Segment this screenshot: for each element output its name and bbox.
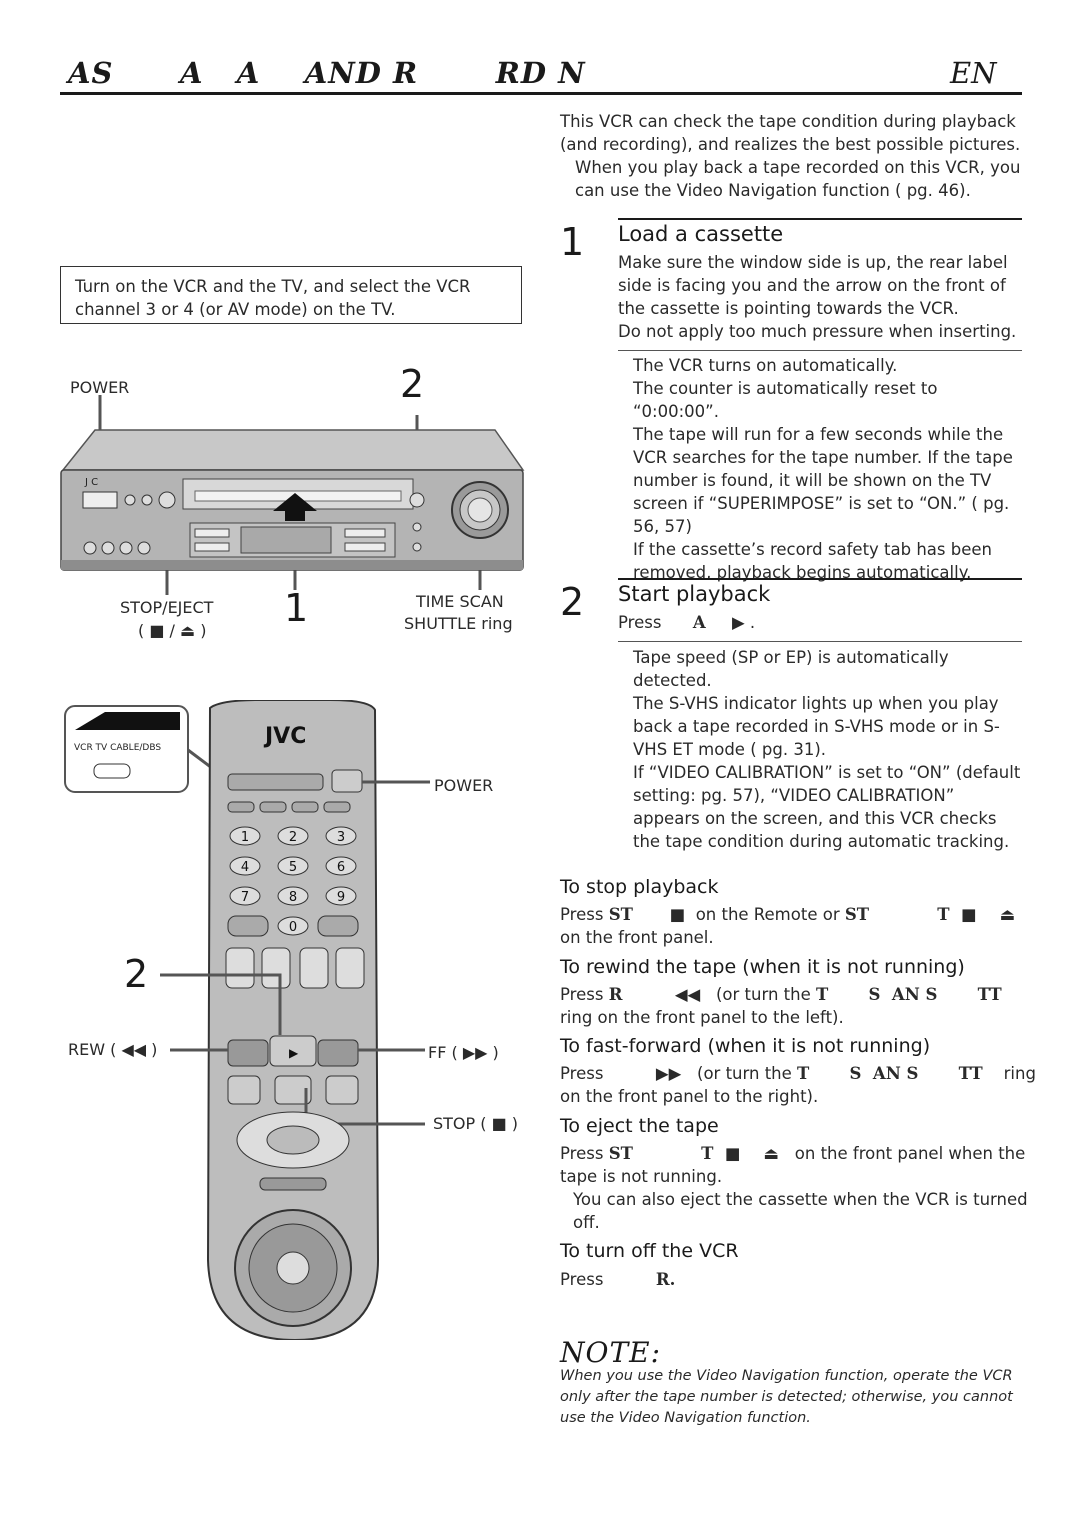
svg-text:0: 0 (289, 920, 297, 935)
step-1-note: If the cassette’s record safety tab has … (633, 540, 992, 582)
svg-text:VCR TV CABLE/DBS: VCR TV CABLE/DBS (74, 743, 161, 753)
ff-label: FF ( ▶▶ ) (428, 1043, 499, 1062)
stop-playback-text: Press ST ■ on the Remote or ST T ■ ⏏ (560, 903, 1030, 926)
svg-text:▶: ▶ (289, 1046, 299, 1060)
press-word: Press (560, 1144, 604, 1163)
eject-heading: To eject the tape (560, 1115, 719, 1137)
stop-text: ■ on the Remote or (669, 905, 840, 924)
ff-text: Press ▶▶ (or turn the T S AN S TT ring (560, 1062, 1036, 1085)
time-scan-key: T S AN S TT (816, 985, 1002, 1004)
svg-text:5: 5 (289, 860, 297, 875)
stop-playback-heading: To stop playback (560, 876, 719, 898)
svg-text:2: 2 (289, 830, 297, 845)
turn-off-text: Press R. (560, 1268, 675, 1291)
step-2-instruction: Press A ▶ . (618, 611, 1023, 634)
step-1-notes-rule (618, 350, 1022, 351)
step-1-note: The VCR turns on automatically. (633, 356, 898, 375)
svg-text:7: 7 (241, 890, 249, 905)
rewind-text2: ring on the front panel to the left). (560, 1008, 844, 1027)
play-symbol: ▶ . (731, 613, 756, 632)
vcr-front-panel-illustration: J C (60, 395, 525, 595)
eject-bullet: You can also eject the cassette when the… (573, 1190, 1028, 1232)
turn-off-heading: To turn off the VCR (560, 1240, 739, 1262)
press-word: Press (560, 1064, 604, 1083)
ff-text-mid: ▶▶ (or turn the (655, 1064, 792, 1083)
step-1-note: The tape will run for a few seconds whil… (633, 425, 1013, 536)
step-2-number: 2 (560, 580, 585, 624)
note-heading: NOTE: (560, 1336, 662, 1369)
rew-key: R (608, 985, 623, 1004)
callout-2-top: 2 (400, 362, 425, 406)
remote-power-label: POWER (434, 776, 494, 795)
eject-text: Press ST T ■ ⏏ on the front panel when t… (560, 1142, 1030, 1165)
step-2-title: Start playback (618, 582, 771, 606)
step-2-notes-rule (618, 641, 1022, 642)
step-2-note: The S-VHS indicator lights up when you p… (633, 694, 1000, 759)
svg-text:4: 4 (241, 860, 249, 875)
svg-text:9: 9 (337, 890, 345, 905)
press-word: Press (560, 905, 604, 924)
step-2-notes: Tape speed (SP or EP) is automatically d… (633, 646, 1025, 853)
svg-text:3: 3 (337, 830, 345, 845)
svg-text:JVC: JVC (263, 724, 306, 749)
step-1-number: 1 (560, 220, 585, 264)
note-text: When you use the Video Navigation functi… (560, 1368, 1013, 1426)
setup-note-box: Turn on the VCR and the TV, and select t… (60, 266, 522, 324)
rew-label: REW ( ◀◀ ) (68, 1040, 158, 1059)
power-label: POWER (70, 378, 130, 397)
stop-eject-key-end: T ■ ⏏ (701, 1144, 780, 1163)
power-key: R. (655, 1270, 676, 1289)
intro-bullet: When you play back a tape recorded on th… (575, 158, 1021, 200)
step-1-note: The counter is automatically reset to “0… (633, 379, 938, 421)
step-2-note: If “VIDEO CALIBRATION” is set to “ON” (d… (633, 763, 1021, 851)
step-1-title: Load a cassette (618, 222, 784, 246)
ring-word: ring (1003, 1064, 1036, 1083)
stop-eject-key-end: T ■ ⏏ (937, 905, 1016, 924)
remote-control-illustration: VCR TV CABLE/DBS JVC 1 2 3 4 5 6 7 8 9 0… (64, 700, 430, 1340)
play-key: A (692, 613, 706, 632)
stop-eject-key: ST (844, 905, 870, 924)
ff-text2: on the front panel to the right). (560, 1087, 819, 1106)
stop-key: ST (608, 905, 633, 924)
svg-text:8: 8 (289, 890, 297, 905)
stop-eject-label: STOP/EJECT (120, 598, 214, 617)
press-word: Press (560, 1270, 604, 1289)
svg-text:6: 6 (337, 860, 345, 875)
ff-heading: To fast-forward (when it is not running) (560, 1035, 931, 1057)
eject-text2: tape is not running. (560, 1167, 723, 1186)
time-scan-label: TIME SCAN (416, 592, 504, 611)
step-2-note: Tape speed (SP or EP) is automatically d… (633, 648, 949, 690)
stop-label: STOP ( ■ ) (433, 1114, 519, 1133)
step-1-rule (618, 218, 1022, 220)
intro-text: This VCR can check the tape condition du… (560, 112, 1021, 154)
shuttle-ring-label: SHUTTLE ring (404, 614, 513, 633)
step-1-text2: Do not apply too much pressure when inse… (618, 322, 1017, 341)
stop-eject-symbols: ( ■ / ⏏ ) (138, 621, 207, 640)
time-scan-key: T S AN S TT (797, 1064, 983, 1083)
eject-text-mid: on the front panel when the (794, 1144, 1026, 1163)
stop-playback-text2: on the front panel. (560, 928, 714, 947)
header-rule (60, 92, 1022, 95)
press-word: Press (560, 985, 604, 1004)
rewind-text-mid: ◀◀ (or turn the (674, 985, 811, 1004)
rewind-heading: To rewind the tape (when it is not runni… (560, 956, 965, 978)
svg-text:J C: J C (84, 477, 98, 488)
page-title: AS A A AND R RD N (68, 56, 586, 90)
step-1-text: Make sure the window side is up, the rea… (618, 253, 1008, 318)
step-2-rule (618, 578, 1022, 580)
callout-1: 1 (284, 586, 309, 630)
stop-eject-key: ST (608, 1144, 633, 1163)
press-word: Press (618, 613, 662, 632)
step-1-notes: The VCR turns on automatically. The coun… (633, 354, 1025, 584)
language-tag: EN (950, 56, 997, 90)
svg-text:1: 1 (241, 830, 249, 845)
callout-2-remote: 2 (124, 952, 149, 996)
rewind-text: Press R ◀◀ (or turn the T S AN S TT (560, 983, 1030, 1006)
